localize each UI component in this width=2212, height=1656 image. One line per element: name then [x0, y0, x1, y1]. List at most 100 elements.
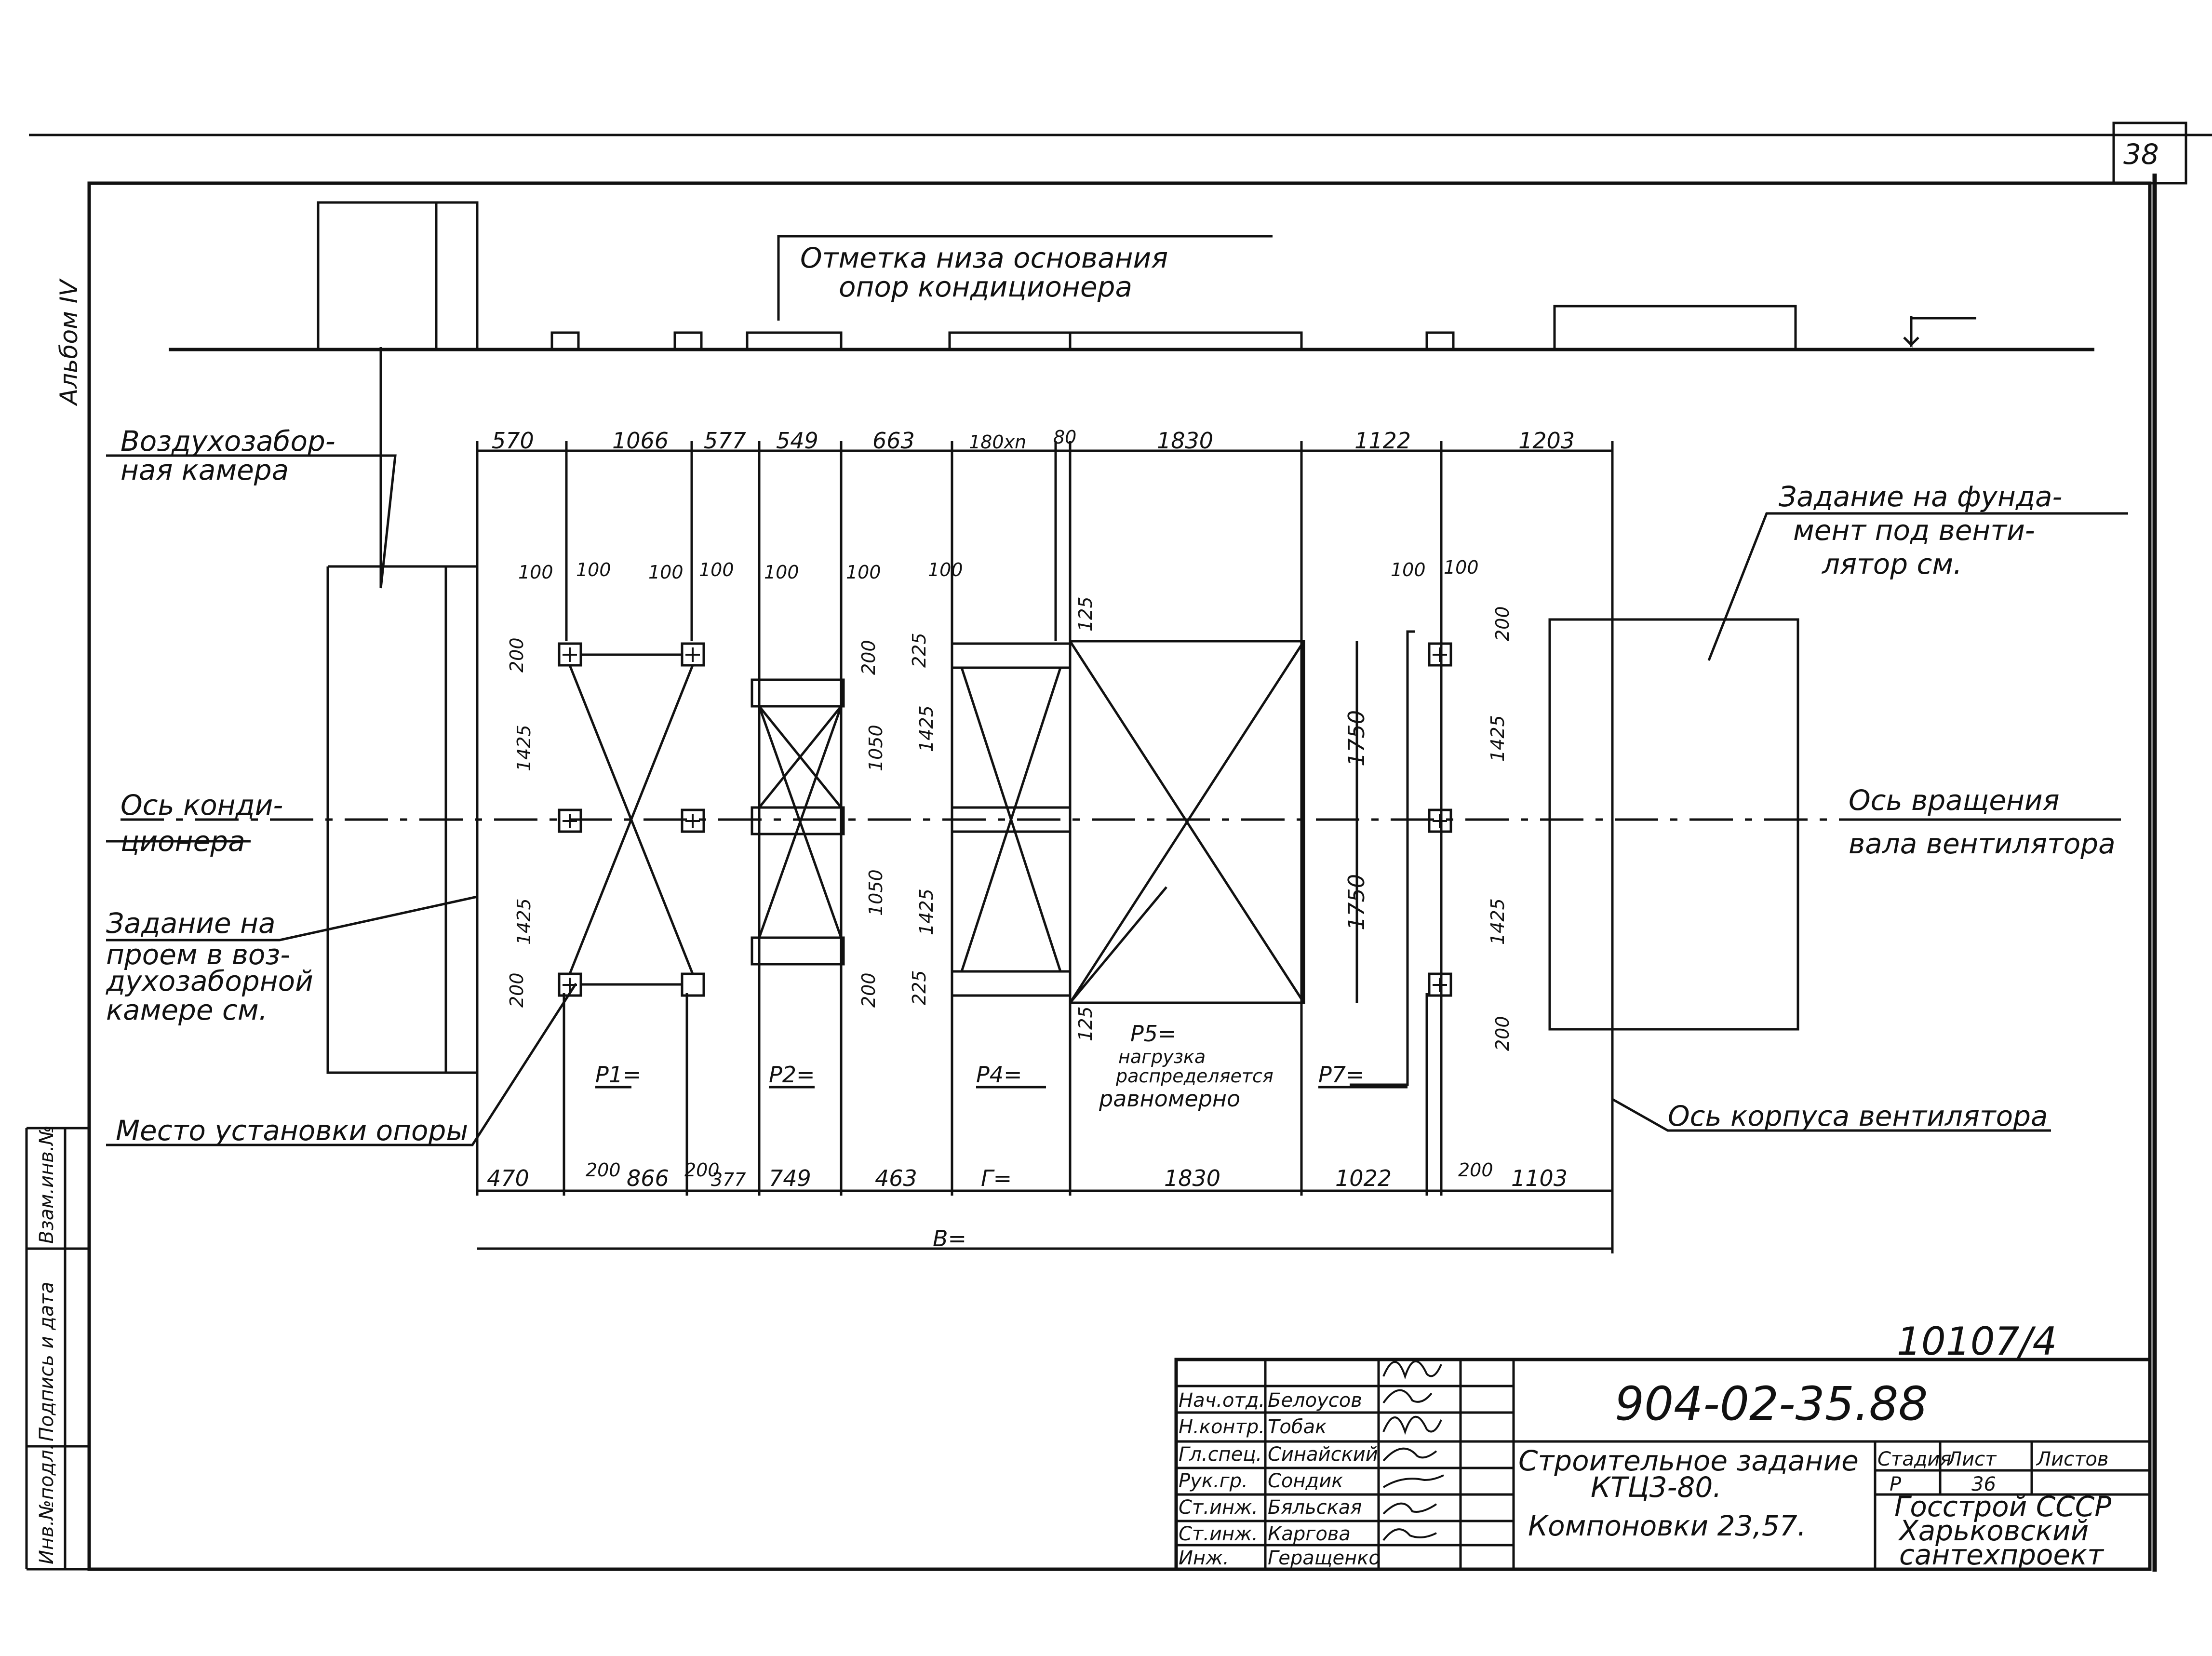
person-name: Тобак	[1268, 1416, 1327, 1438]
bottom-dim: 463	[875, 1165, 917, 1191]
support-place-leader	[106, 983, 577, 1146]
small-dim-v: 200	[506, 972, 527, 1008]
base-mark-label-2: опор кондиционера	[839, 270, 1132, 303]
bottom-dim: 470	[487, 1165, 529, 1191]
support-place-label: Место установки опоры	[116, 1114, 468, 1147]
role-label: Н.контр.	[1179, 1416, 1265, 1438]
load-p5-1: P5=	[1130, 1021, 1177, 1047]
small-dim: 100	[648, 562, 684, 583]
page-number-box	[2112, 121, 2187, 185]
elevation-level-mark	[1903, 316, 1976, 348]
stamp-inv-original: Инв.№подл.	[36, 1443, 58, 1564]
small-dim-v: 225	[909, 633, 930, 668]
elevation-support-4	[948, 331, 1072, 351]
small-dim-v: 1425	[916, 705, 937, 752]
load-p5-2: нагрузка	[1118, 1046, 1206, 1067]
elevation-support-5	[1069, 331, 1303, 351]
top-dimension-chain	[476, 441, 1614, 1253]
org-line-2: Харьковский	[1898, 1514, 2089, 1547]
sheet-value: 36	[1971, 1473, 1996, 1495]
support-group-1	[558, 642, 705, 997]
bottom-dim: 1830	[1164, 1165, 1220, 1191]
conditioner-axis-label-1: Ось конди-	[121, 789, 283, 821]
person-name: Геращенко	[1268, 1547, 1381, 1569]
title-line-1: Строительное задание	[1518, 1444, 1859, 1477]
role-label: Рук.гр.	[1179, 1470, 1248, 1492]
small-dim-v: 1050	[865, 725, 886, 771]
small-dim-v: 200	[858, 640, 879, 675]
small-dim-v: 125	[1075, 596, 1096, 632]
stage-value: Р	[1890, 1473, 1902, 1495]
stamp-signature-date: Подпись и дата	[36, 1282, 58, 1441]
elevation-support-3	[746, 331, 843, 351]
small-dim: 100	[576, 559, 611, 580]
top-dim: 570	[492, 428, 534, 454]
title-line-3: Компоновки 23,57.	[1528, 1509, 1806, 1542]
elevation-support-6	[1425, 331, 1455, 351]
small-dim-v: 200	[1492, 1016, 1513, 1051]
opening-task-label-1: Задание на	[106, 907, 276, 940]
role-label: Гл.спец.	[1179, 1443, 1262, 1466]
elevation-chamber-outline	[317, 201, 479, 350]
document-code: 904-02-35.88	[1615, 1377, 1928, 1431]
intake-chamber-label-2: ная камера	[121, 454, 289, 486]
opening-task-label-2: проем в воз-	[106, 938, 290, 971]
bottom-dim: 377	[711, 1169, 746, 1190]
small-dim-v: 125	[1075, 1006, 1096, 1041]
small-dim-v: 1750	[1343, 874, 1369, 930]
small-dim-v: 1425	[513, 725, 535, 771]
fan-foundation-leader	[1707, 512, 2128, 661]
person-name: Каргова	[1268, 1523, 1351, 1545]
bottom-dim: 200	[1458, 1159, 1493, 1181]
title-line-2: КТЦ3-80.	[1591, 1471, 1722, 1504]
role-label: Нач.отд.	[1179, 1389, 1265, 1412]
fan-frame-p5	[1069, 640, 1358, 1004]
drawing-number: 10107/4	[1897, 1319, 2057, 1364]
fan-foundation-label-2: мент под венти-	[1793, 514, 2035, 547]
album-label: Альбом IV	[55, 278, 83, 406]
sheet-frame	[87, 181, 2152, 1571]
small-dim: 100	[518, 562, 553, 583]
intake-chamber-label-1: Воздухозабор-	[121, 425, 335, 458]
bottom-dim: 866	[627, 1165, 669, 1191]
top-dim: 549	[776, 428, 818, 454]
org-line-1: Госстрой СССР	[1894, 1490, 2111, 1523]
fan-foundation-label-1: Задание на фунда-	[1779, 480, 2062, 513]
fan-foundation-plan	[1548, 618, 1799, 1031]
page-number: 38	[2123, 138, 2159, 171]
dim-g: Г=	[981, 1165, 1012, 1191]
elevation-support-1	[550, 331, 580, 351]
small-dim: 100	[928, 559, 963, 580]
load-p5-4: равномерно	[1099, 1086, 1240, 1112]
top-dim: 180хn	[969, 431, 1026, 453]
conditioner-axis-label-2: ционера	[121, 825, 245, 858]
top-dim: 1122	[1354, 428, 1411, 454]
support-group-7	[1350, 630, 1452, 1086]
person-name: Синайский	[1268, 1443, 1378, 1466]
small-dim-v: 200	[858, 972, 879, 1008]
top-dim: 577	[704, 428, 746, 454]
title-block-frame	[1174, 1358, 2152, 1571]
bottom-dim: 1022	[1335, 1165, 1392, 1191]
base-mark-leader	[777, 235, 1273, 321]
sheet-header: Лист	[1946, 1448, 1997, 1470]
load-p5-3: распределяется	[1115, 1065, 1274, 1087]
signatures	[1382, 1360, 1444, 1541]
org-line-3: сантехпроект	[1899, 1538, 2105, 1571]
small-dim: 100	[764, 562, 799, 583]
bottom-dim: 1103	[1511, 1165, 1568, 1191]
small-dim-v: 1425	[1487, 898, 1508, 945]
role-label: Инж.	[1179, 1547, 1229, 1569]
person-name: Сондик	[1268, 1470, 1343, 1492]
sheets-header: Листов	[2036, 1448, 2108, 1470]
rotation-axis-label-2: вала вентилятора	[1849, 827, 2116, 860]
small-dim-v: 225	[909, 970, 930, 1005]
small-dim-v: 1425	[916, 889, 937, 935]
top-dim: 663	[872, 428, 915, 454]
fan-housing-axis-label: Ось корпуса вентилятора	[1668, 1100, 2048, 1132]
top-dim: 1203	[1518, 428, 1575, 454]
small-dim-v: 1425	[1487, 715, 1508, 762]
intake-chamber-leader	[106, 454, 397, 589]
width-b: B=	[933, 1225, 966, 1252]
